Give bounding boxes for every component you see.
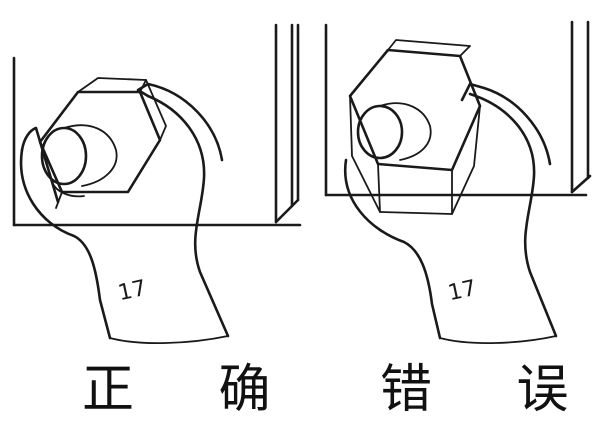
caption-correct: 正 确 [82, 360, 305, 420]
left-wrench-size-mark: 17 [116, 276, 149, 306]
right-hex-nut [348, 39, 482, 215]
right-wrench: 17 [343, 82, 558, 344]
left-panel-illustration: 17 [12, 23, 302, 344]
right-wrench-size-mark: 17 [446, 276, 479, 306]
right-wall-outline [324, 20, 592, 197]
right-bolt-end [356, 102, 432, 161]
left-hex-nut [38, 77, 167, 209]
caption-incorrect: 错 误 [380, 360, 600, 420]
right-panel-illustration: 17 [324, 20, 592, 344]
left-wrench: 17 [19, 82, 230, 344]
left-wall-outline [12, 23, 302, 227]
